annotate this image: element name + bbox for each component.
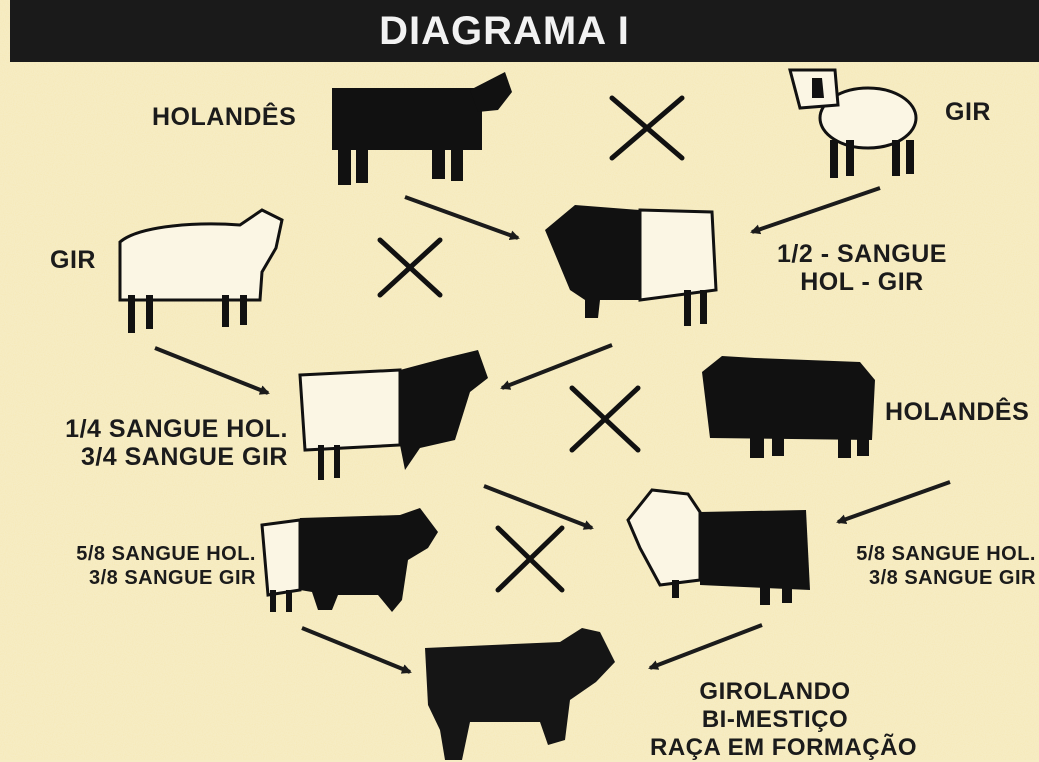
label-holandes-mid: HOLANDÊS: [885, 398, 1030, 426]
holstein-bull-top-icon: [332, 72, 512, 185]
cross-symbol-4: [495, 525, 565, 593]
cross-symbol-3: [569, 385, 641, 453]
label-girolando-result: GIROLANDO BI-MESTIÇO RAÇA EM FORMAÇÃO: [650, 678, 918, 761]
girolando-cow-icon: [425, 628, 615, 760]
label-gir-top: GIR: [945, 98, 991, 126]
cross-symbol-2: [377, 237, 443, 298]
five-eighths-cow-left-icon: [260, 508, 438, 612]
label-five-eighths-right: 5/8 SANGUE HOL. 3/8 SANGUE GIR: [856, 543, 1036, 589]
title-bar: DIAGRAMA I: [10, 0, 1039, 62]
label-gir-left: GIR: [50, 246, 96, 274]
gir-bull-left-icon: [118, 208, 284, 333]
holstein-bull-mid-icon: [702, 356, 875, 458]
label-quarter-blood: 1/4 SANGUE HOL. 3/4 SANGUE GIR: [65, 415, 288, 471]
diagram-title: DIAGRAMA I: [379, 8, 630, 53]
five-eighths-cow-right-icon: [626, 488, 810, 605]
gir-bull-top-icon: [788, 68, 918, 178]
label-holandes-top: HOLANDÊS: [152, 103, 297, 131]
flow-arrows: [154, 186, 951, 674]
label-half-blood: 1/2 - SANGUE HOL - GIR: [777, 240, 947, 296]
half-blood-cow-icon: [545, 205, 718, 326]
quarter-blood-cow-icon: [298, 350, 488, 480]
label-five-eighths-left: 5/8 SANGUE HOL. 3/8 SANGUE GIR: [76, 543, 256, 589]
cross-symbol-1: [609, 95, 685, 161]
